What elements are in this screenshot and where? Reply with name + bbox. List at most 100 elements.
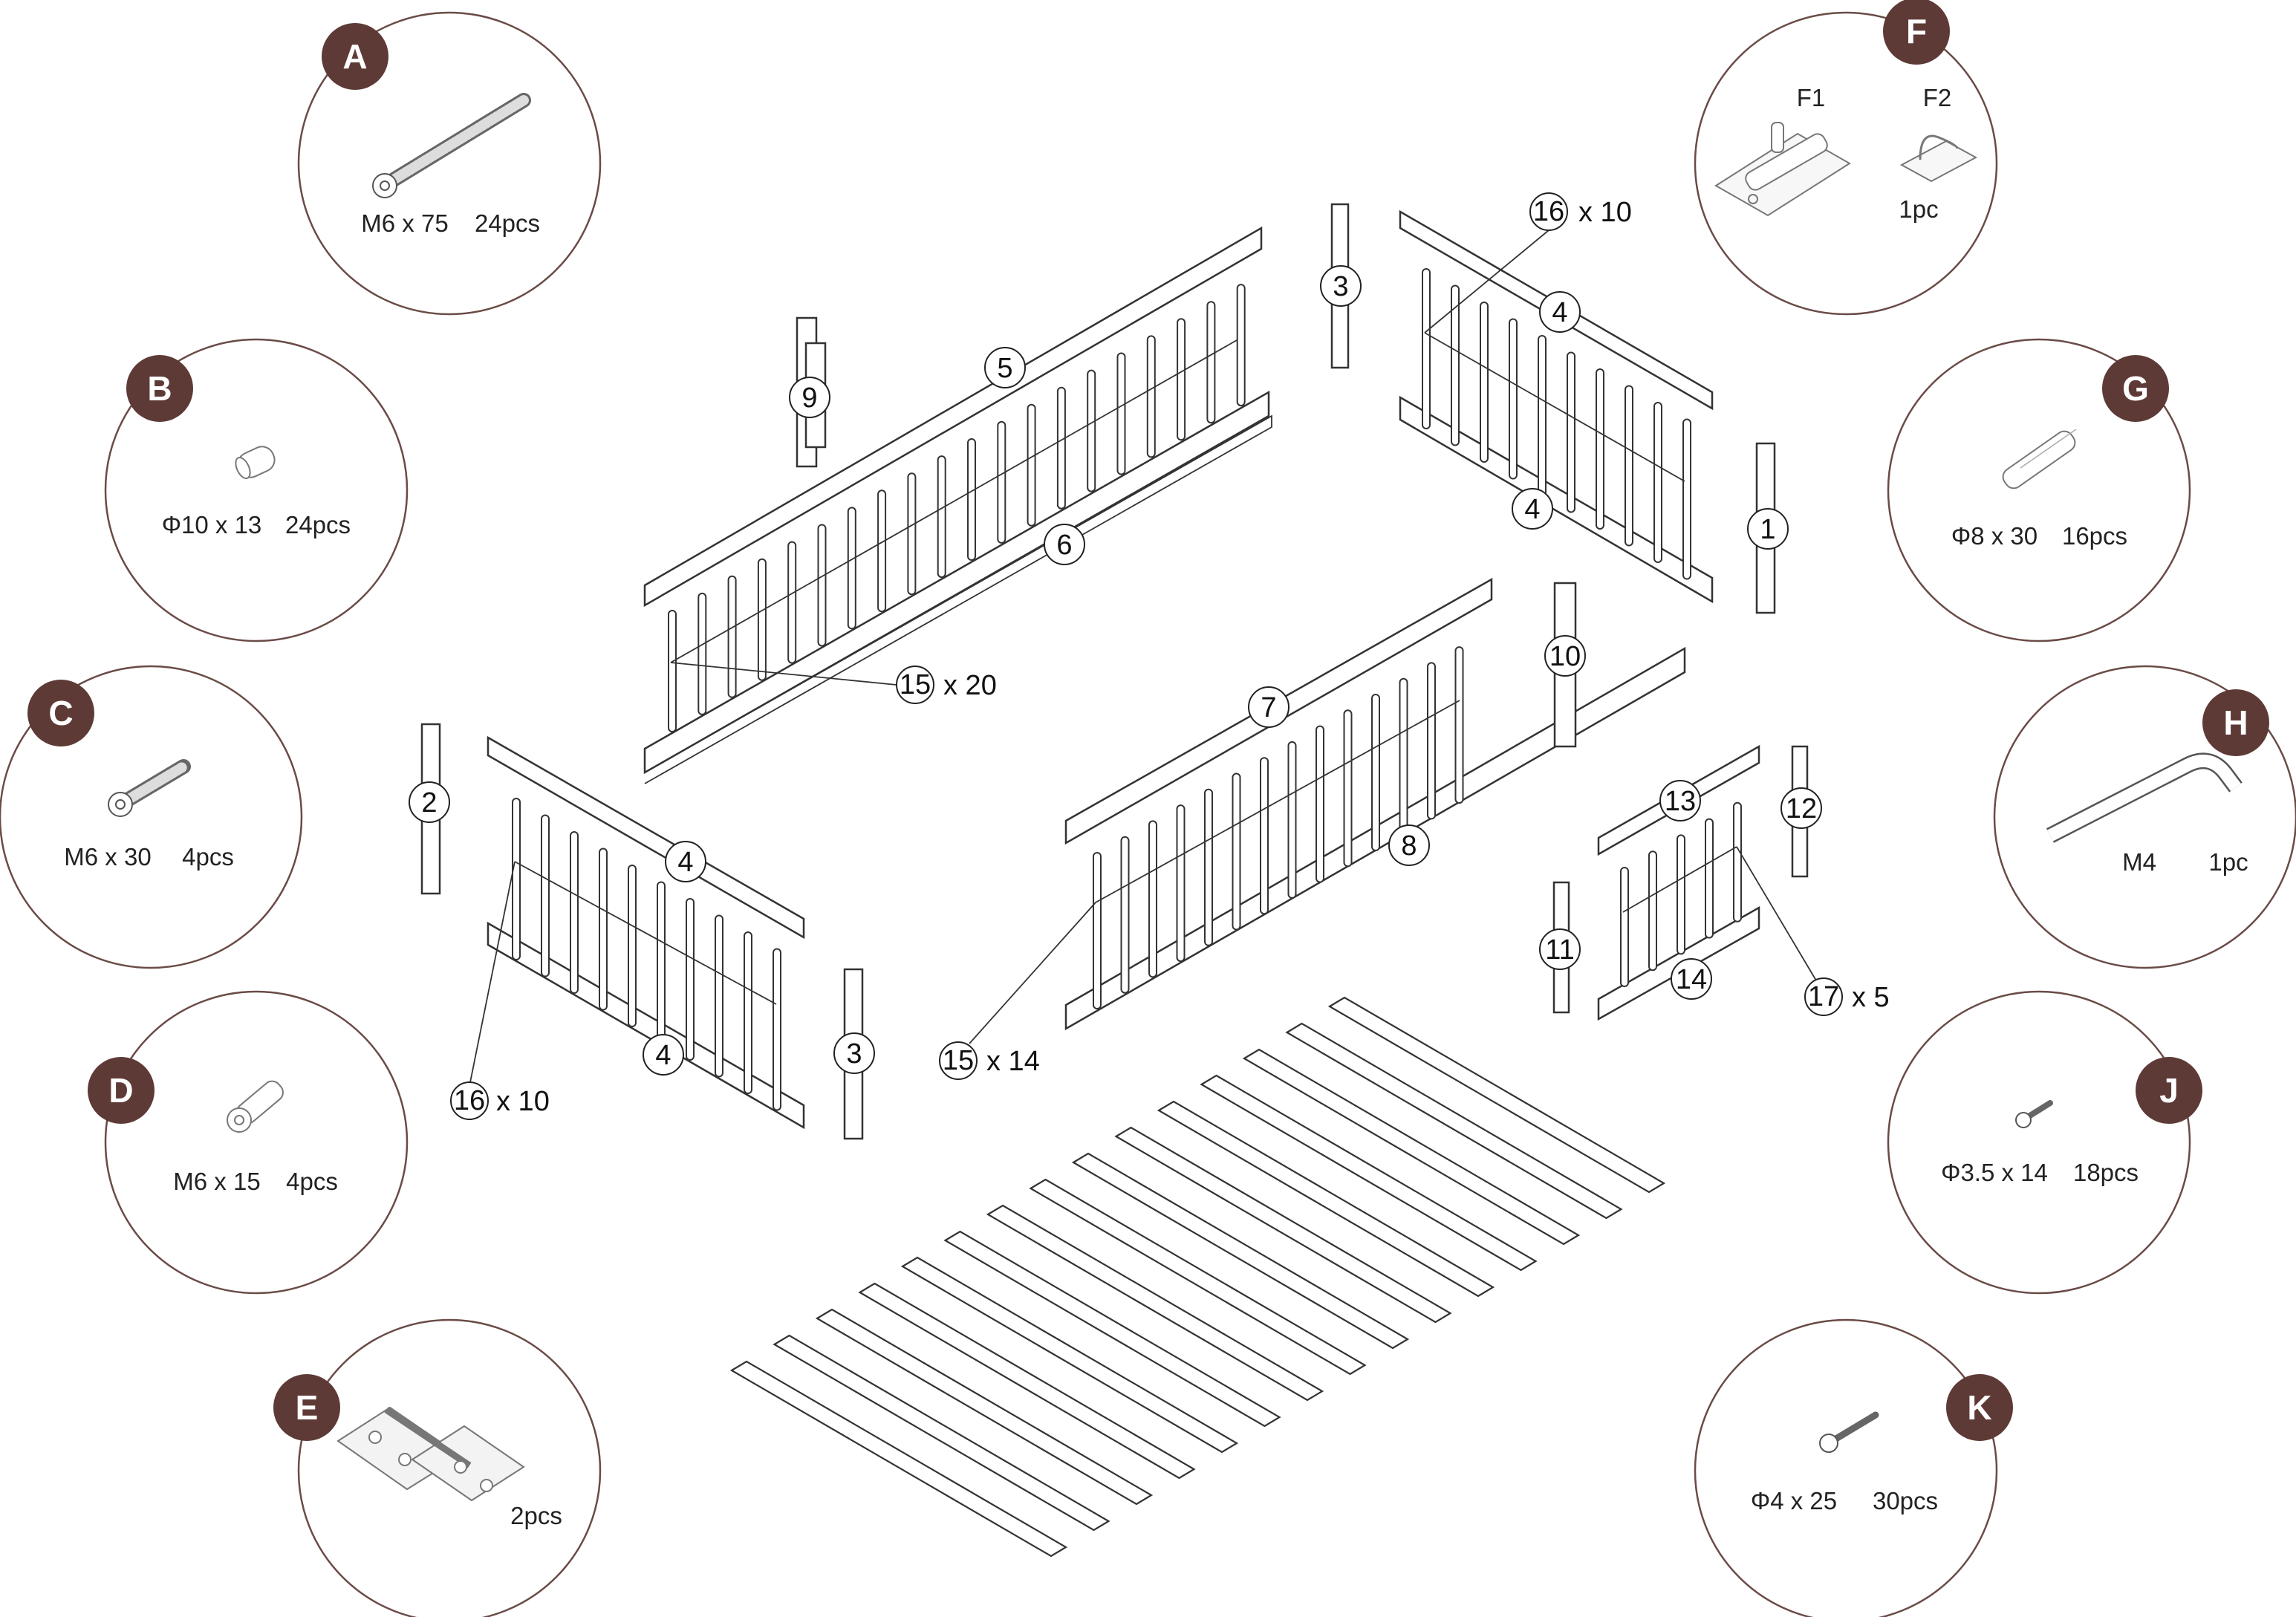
front-panel bbox=[1064, 577, 1686, 1031]
hardware-e-qty: 2pcs bbox=[510, 1502, 562, 1529]
svg-text:12: 12 bbox=[1786, 793, 1817, 824]
spindle bbox=[657, 881, 666, 1044]
slat bbox=[1071, 1152, 1410, 1350]
hardware-c-qty: 4pcs bbox=[182, 843, 234, 871]
spindle bbox=[757, 558, 767, 681]
slat bbox=[943, 1230, 1281, 1428]
head-panel-right bbox=[1399, 209, 1714, 604]
badge-a: A bbox=[342, 37, 367, 76]
bolt-short-icon bbox=[108, 759, 191, 817]
spindle bbox=[686, 898, 695, 1061]
svg-text:15: 15 bbox=[943, 1045, 974, 1076]
part-7-label: 7 bbox=[1248, 686, 1290, 728]
spindle bbox=[1596, 368, 1604, 530]
svg-text:9: 9 bbox=[801, 383, 817, 414]
spindle bbox=[1287, 741, 1297, 899]
slat bbox=[729, 1360, 1068, 1558]
part-3b-label: 3 bbox=[833, 1032, 875, 1074]
part-labels: 1 2 3 3 4 4 4 4 5 6 7 8 9 10 11 12 13 14 bbox=[409, 265, 1822, 1076]
rail-5 bbox=[643, 226, 1263, 608]
svg-text:x 14: x 14 bbox=[986, 1046, 1040, 1077]
hardware-g: G Φ8 x 30 16pcs bbox=[1887, 338, 2191, 642]
wood-screw-icon bbox=[1819, 1411, 1879, 1453]
svg-text:x 5: x 5 bbox=[1852, 982, 1890, 1013]
hardware-g-qty: 16pcs bbox=[2062, 522, 2127, 550]
svg-text:7: 7 bbox=[1261, 692, 1276, 723]
part-1-label: 1 bbox=[1747, 508, 1789, 550]
slat bbox=[1285, 1022, 1623, 1220]
slat bbox=[1157, 1100, 1495, 1298]
spindle bbox=[937, 455, 946, 579]
part-12-label: 12 bbox=[1780, 787, 1822, 829]
part-13-label: 13 bbox=[1659, 780, 1701, 821]
slat bbox=[1327, 996, 1666, 1194]
svg-text:x 20: x 20 bbox=[943, 670, 997, 701]
hardware-b-size: Φ10 x 13 bbox=[162, 511, 262, 539]
spindle bbox=[570, 831, 579, 994]
spindle bbox=[1480, 302, 1489, 463]
spindle bbox=[1733, 801, 1742, 923]
hardware-d: D M6 x 15 4pcs bbox=[88, 990, 409, 1295]
spindle bbox=[744, 931, 752, 1094]
svg-text:4: 4 bbox=[1524, 494, 1540, 525]
hardware-d-size: M6 x 15 bbox=[173, 1168, 260, 1195]
spindle bbox=[1148, 820, 1157, 978]
part-4c-label: 4 bbox=[665, 841, 706, 882]
part-2-label: 2 bbox=[409, 781, 450, 823]
spindle bbox=[1682, 418, 1691, 580]
bed-slats bbox=[729, 996, 1666, 1558]
spindle bbox=[628, 865, 637, 1027]
allen-key-icon bbox=[2046, 752, 2243, 843]
spindle bbox=[1093, 852, 1102, 1009]
spindle bbox=[817, 524, 827, 647]
spindles-back bbox=[668, 284, 1246, 732]
wood-dowel-icon bbox=[2002, 429, 2077, 489]
hardware-a-qty: 24pcs bbox=[475, 209, 540, 237]
hardware-f1-label: F1 bbox=[1797, 84, 1826, 111]
spindle bbox=[1538, 335, 1547, 496]
svg-text:4: 4 bbox=[677, 847, 693, 878]
svg-text:3: 3 bbox=[846, 1038, 862, 1070]
badge-c: C bbox=[48, 694, 73, 732]
sleeve-nut-icon bbox=[227, 1080, 284, 1133]
spindle bbox=[1454, 646, 1464, 804]
spindle bbox=[1343, 709, 1353, 868]
slat bbox=[986, 1204, 1324, 1402]
hardware-f: F F1 F2 1pc bbox=[1694, 0, 1998, 316]
svg-text:4: 4 bbox=[655, 1040, 671, 1071]
spindle bbox=[1422, 268, 1431, 429]
spindle bbox=[1260, 757, 1269, 915]
part-11-label: 11 bbox=[1539, 928, 1581, 970]
spindle bbox=[1653, 402, 1662, 563]
hinge-icon bbox=[336, 1406, 525, 1502]
spindle bbox=[787, 541, 797, 664]
svg-text:1: 1 bbox=[1760, 514, 1775, 545]
hardware-d-qty: 4pcs bbox=[286, 1168, 338, 1195]
svg-text:3: 3 bbox=[1333, 271, 1348, 302]
hardware-h: H M4 1pc bbox=[1993, 665, 2296, 969]
hardware-b: B Φ10 x 13 24pcs bbox=[104, 338, 409, 642]
spindle bbox=[877, 489, 887, 613]
part-4a-label: 4 bbox=[1539, 291, 1581, 333]
spindle bbox=[1177, 318, 1186, 441]
svg-text:x 10: x 10 bbox=[496, 1086, 550, 1117]
spindle bbox=[1705, 818, 1714, 939]
svg-text:4: 4 bbox=[1552, 297, 1567, 328]
spindle bbox=[1399, 677, 1408, 836]
spindle bbox=[668, 610, 677, 732]
hardware-k-qty: 30pcs bbox=[1873, 1487, 1938, 1514]
slat bbox=[900, 1256, 1239, 1454]
badge-b: B bbox=[147, 369, 172, 408]
spindle bbox=[1509, 318, 1518, 480]
hardware-c: C M6 x 30 4pcs bbox=[0, 665, 303, 969]
part-8-label: 8 bbox=[1388, 824, 1430, 866]
spindle bbox=[715, 914, 723, 1078]
rail-6 bbox=[643, 390, 1270, 775]
svg-text:11: 11 bbox=[1545, 934, 1574, 966]
hardware-e: E 2pcs bbox=[273, 1318, 602, 1617]
badge-d: D bbox=[108, 1071, 133, 1110]
